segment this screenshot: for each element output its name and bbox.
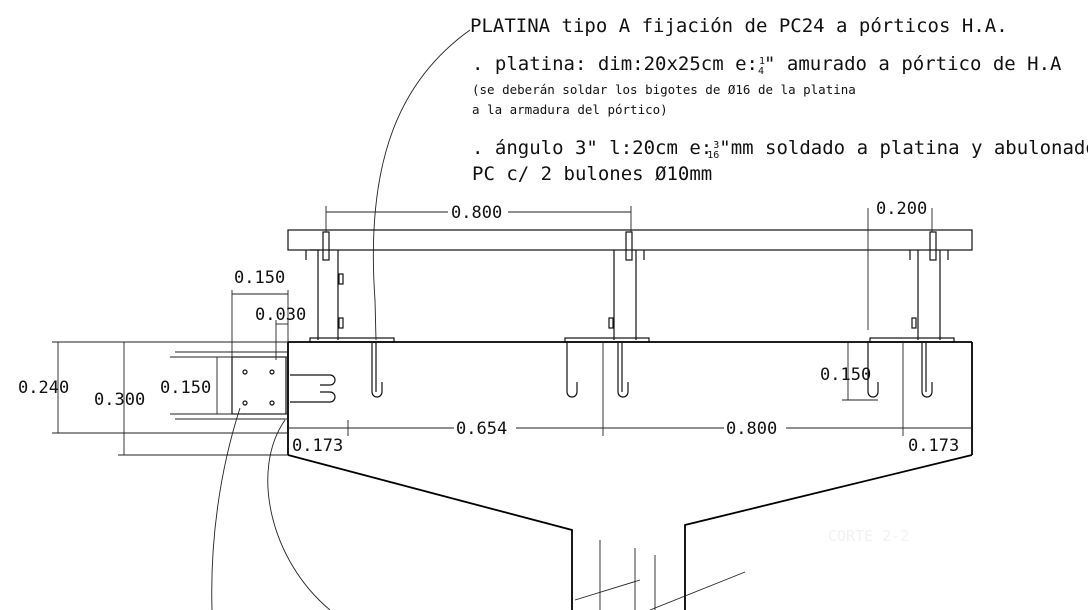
plate-hole [269, 369, 275, 375]
plate-hole [242, 369, 248, 375]
side-plate-rect [231, 356, 287, 415]
bolt-right [929, 231, 937, 261]
dimension-lines [52, 206, 972, 456]
steel-beam-assembly [287, 229, 973, 343]
annotation-note: PLATINA tipo A fijación de PC24 a pórtic… [470, 15, 1088, 185]
dim-height-inner: 0.150 [160, 378, 211, 398]
dim-top-span: 0.800 [451, 203, 502, 223]
dim-top-right: 0.200 [876, 199, 927, 219]
plate-hole [242, 400, 248, 406]
note-line-3: a la armadura del pórtico) [472, 102, 668, 117]
section-label: CORTE 2-2 [828, 527, 909, 545]
note-line-2: (se deberán soldar los bigotes de Ø16 de… [472, 82, 856, 97]
dim-height-outer: 0.240 [18, 378, 69, 398]
dim-anchor-height: 0.150 [820, 365, 871, 385]
leader-curve-bottom-left [211, 407, 241, 610]
concrete-portico-section [287, 341, 973, 610]
dim-edge-right: 0.173 [908, 436, 959, 456]
dim-plate-width: 0.150 [234, 268, 285, 288]
dim-height-mid: 0.300 [94, 390, 145, 410]
note-line-5: PC c/ 2 bulones Ø10mm [472, 163, 712, 185]
dim-edge-left: 0.173 [292, 436, 343, 456]
note-title: PLATINA tipo A fijación de PC24 a pórtic… [470, 15, 1008, 37]
dim-span-right: 0.800 [726, 419, 777, 439]
top-flange-plate [287, 229, 973, 251]
dim-span-left: 0.654 [456, 419, 507, 439]
dimension-labels: 0.800 0.200 0.150 0.030 0.240 0.300 0.15… [18, 199, 959, 456]
side-plate [170, 351, 288, 420]
leader-curve-bottom-right [267, 419, 331, 610]
plate-hole [269, 400, 275, 406]
bolt-left [322, 231, 330, 261]
dim-plate-gap: 0.030 [255, 305, 306, 325]
anchor-hooks [290, 342, 933, 403]
bolt-mid [625, 231, 633, 261]
leader-curve-top [372, 29, 471, 341]
